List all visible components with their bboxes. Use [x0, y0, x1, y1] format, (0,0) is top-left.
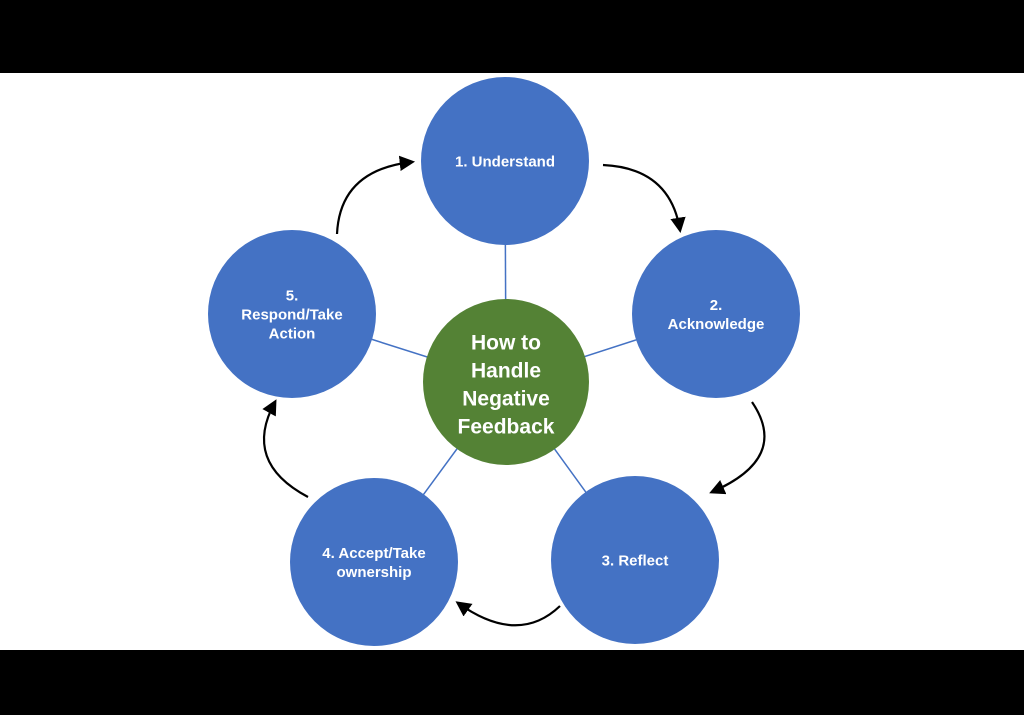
cycle-arrow-4: [262, 399, 309, 498]
step-5-label-line-1: 5.: [286, 287, 299, 304]
step-nodes: 1. Understand 2. Acknowledge 3. Reflect 4. A…: [208, 77, 800, 646]
step-node-3: 3. Reflect: [551, 476, 719, 644]
bottom-letterbox-bar: [0, 650, 1024, 710]
step-node-2: 2. Acknowledge: [632, 230, 800, 398]
center-label-line-2: Handle: [471, 359, 541, 382]
center-label-line-3: Negative: [462, 387, 550, 410]
cycle-arrows: [262, 155, 766, 627]
step-circle-5: [208, 230, 376, 398]
cycle-arrow-1: [602, 163, 686, 234]
step-node-4: 4. Accept/Take ownership: [290, 478, 458, 646]
top-letterbox-bar: [0, 0, 1024, 73]
step-circle-2: [632, 230, 800, 398]
step-2-label-line-1: 2.: [710, 297, 723, 314]
cycle-arrow-3: [455, 601, 561, 627]
step-circle-3: [551, 476, 719, 644]
step-4-label-line-1: 4. Accept/Take: [322, 545, 425, 562]
step-1-label-line-1: 1. Understand: [455, 153, 555, 170]
step-circle-1: [421, 77, 589, 245]
step-4-label-line-2: ownership: [336, 564, 411, 581]
cycle-arrow-2: [709, 401, 766, 495]
step-5-label-line-3: Action: [269, 325, 316, 342]
center-label-line-1: How to: [471, 331, 541, 354]
center-label-line-4: Feedback: [458, 415, 555, 438]
step-circle-4: [290, 478, 458, 646]
step-5-label-line-2: Respond/Take: [241, 306, 342, 323]
step-node-1: 1. Understand: [421, 77, 589, 245]
step-2-label-line-2: Acknowledge: [668, 316, 765, 333]
step-3-label-line-1: 3. Reflect: [602, 552, 669, 569]
center-circle: [423, 299, 589, 465]
cycle-arrow-5: [335, 155, 416, 235]
